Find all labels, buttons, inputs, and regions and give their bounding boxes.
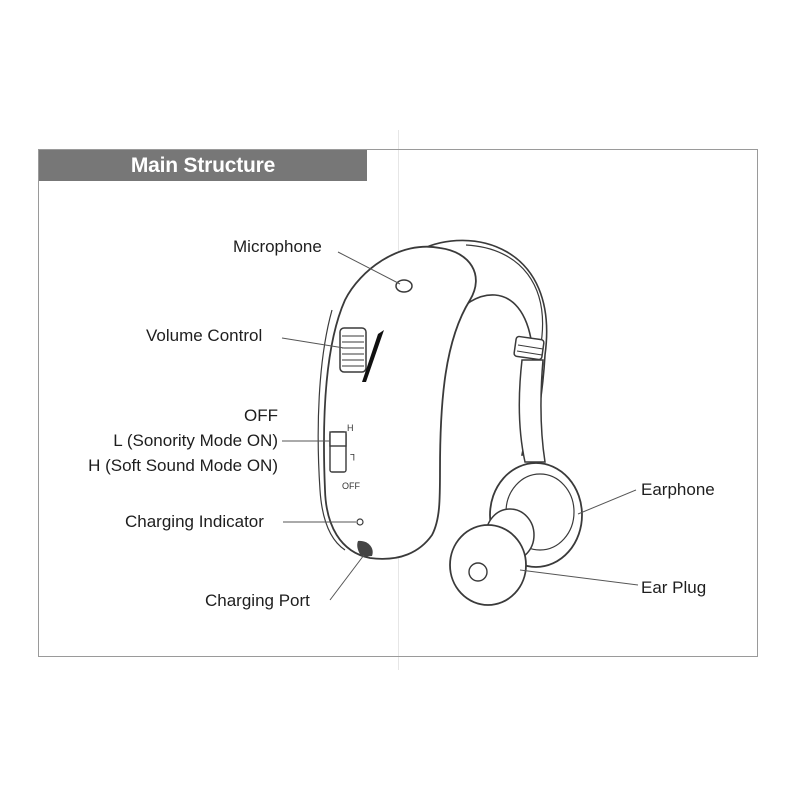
ear-plug <box>449 524 527 606</box>
section-title: Main Structure <box>39 150 367 181</box>
label-earphone: Earphone <box>641 480 715 499</box>
label-ear-plug: Ear Plug <box>641 578 707 597</box>
label-microphone: Microphone <box>233 237 322 256</box>
microphone-hole <box>395 279 413 293</box>
mode-switch-knob <box>329 431 347 447</box>
label-charging-indicator: Charging Indicator <box>125 512 264 531</box>
label-charging-port: Charging Port <box>205 591 310 610</box>
ear-hook-inner-edge <box>465 244 544 351</box>
label-switch-h: H (Soft Sound Mode ON) <box>88 456 278 475</box>
device-body-edge <box>317 309 346 551</box>
lower-tube <box>518 359 546 463</box>
leader-volume <box>281 337 345 349</box>
device-body <box>323 245 477 560</box>
label-switch-off: OFF <box>244 406 278 425</box>
charging-port <box>357 540 373 557</box>
diagram-frame <box>38 149 758 657</box>
leader-microphone <box>337 251 401 285</box>
leader-earphone <box>577 489 637 515</box>
volume-wedge-icon <box>362 330 384 382</box>
switch-mark-off: OFF <box>342 481 360 491</box>
label-switch-l: L (Sonority Mode ON) <box>113 431 278 450</box>
ear-plug-opening <box>468 562 488 582</box>
switch-mark-l: L <box>350 452 355 462</box>
charging-indicator-led <box>356 518 364 526</box>
volume-wheel <box>339 327 367 373</box>
leader-port <box>329 554 365 601</box>
label-volume-control: Volume Control <box>146 326 263 345</box>
leader-earplug <box>519 569 639 586</box>
switch-mark-h: H <box>347 423 354 433</box>
